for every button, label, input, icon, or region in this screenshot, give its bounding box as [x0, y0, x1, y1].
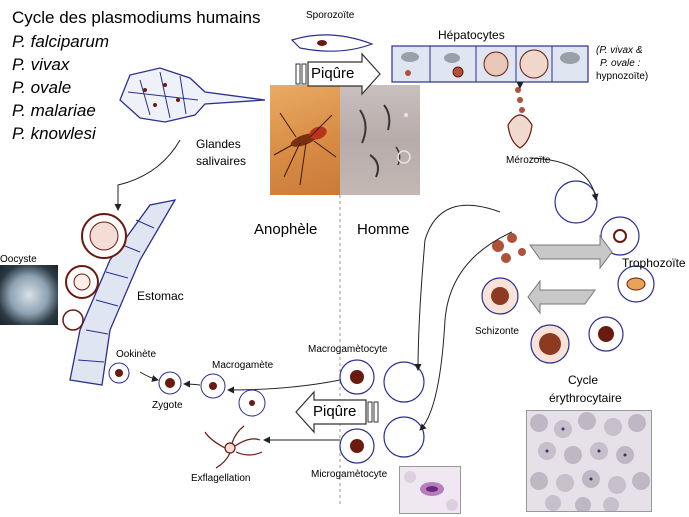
label-schizonte: Schizonte — [475, 326, 519, 337]
gametocyte-cells — [339, 359, 425, 464]
diagram-title: Cycle des plasmodiums humains — [12, 8, 261, 27]
label-erythrocytaire: érythrocytaire — [549, 391, 622, 405]
label-cycle: Cycle — [568, 373, 599, 387]
label-hypnozoite-1: (P. vivax & — [596, 45, 643, 56]
label-sporozoite: Sporozoïte — [306, 10, 355, 21]
salivary-glands-icon — [119, 67, 266, 123]
label-macrogametocyte: Macrogamètocyte — [308, 344, 388, 355]
hepatocytes-row — [391, 45, 589, 83]
label-ookinete: Ookinète — [116, 349, 157, 360]
oocyst-micrograph — [0, 265, 58, 325]
label-hypnozoite-2: P. ovale : — [600, 58, 641, 69]
species-ovale: P. ovale — [12, 78, 72, 97]
label-zygote: Zygote — [152, 400, 183, 411]
label-oocyste: Oocyste — [0, 254, 37, 265]
species-vivax: P. vivax — [12, 55, 70, 74]
blood-smear-image — [526, 410, 652, 512]
label-homme: Homme — [357, 221, 410, 238]
exflagellation-icon — [204, 425, 263, 469]
label-microgametocyte: Microgamètocyte — [311, 469, 388, 480]
label-piqure-bottom: Piqûre — [313, 403, 357, 420]
piqure-bottom-arrow — [295, 390, 379, 434]
species-malariae: P. malariae — [12, 101, 96, 120]
piqure-top-arrow — [295, 52, 381, 96]
label-merozoite: Mérozoïte — [506, 155, 551, 166]
mosquito-icon — [273, 112, 337, 186]
label-hepatocytes: Hépatocytes — [438, 28, 505, 42]
gametocyte-smear-image — [399, 466, 461, 514]
sporozoite-icon — [290, 34, 374, 52]
label-hypnozoite-3: hypnozoïte) — [596, 71, 649, 82]
mosquito-photo — [270, 85, 340, 195]
cycle-arrow-left — [527, 279, 596, 315]
label-trophozoite: Trophozoïte — [622, 256, 686, 270]
sporozoite-micrograph — [340, 85, 420, 195]
label-macrogamete: Macrogamète — [212, 360, 274, 371]
label-anophele: Anophèle — [254, 221, 318, 238]
merozoite-icon — [507, 87, 533, 149]
species-knowlesi: P. knowlesi — [12, 124, 96, 143]
label-estomac: Estomac — [137, 289, 184, 303]
label-glandes-2: salivaires — [196, 154, 247, 168]
species-falciparum: P. falciparum — [12, 32, 110, 51]
label-glandes-1: Glandes — [196, 137, 241, 151]
label-exflagellation: Exflagellation — [191, 473, 251, 484]
erythrocyte-cycle-cells — [481, 180, 655, 364]
cycle-arrow-right — [529, 234, 613, 270]
label-piqure-top: Piqûre — [311, 65, 355, 82]
